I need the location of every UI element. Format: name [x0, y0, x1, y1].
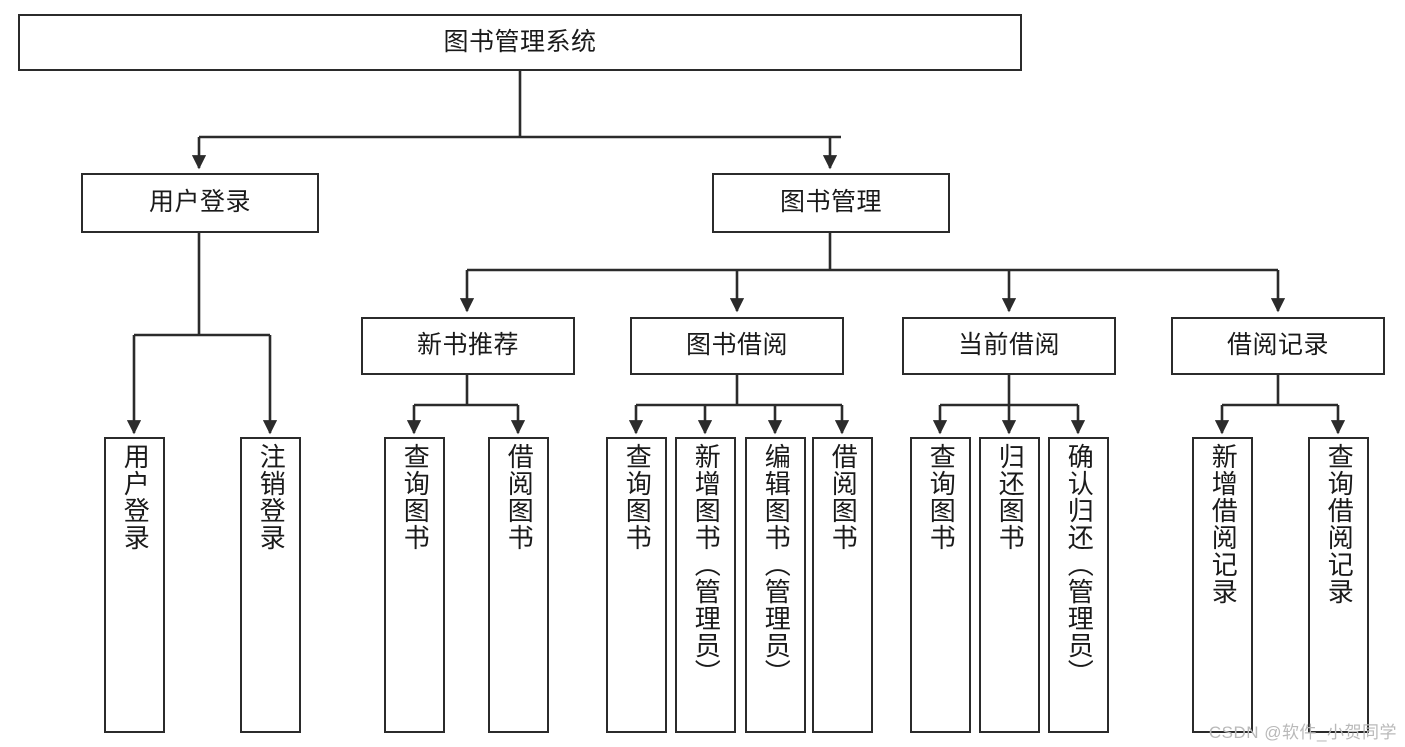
leaf-add-book-admin[interactable]: 新增图书（管理员） [675, 437, 736, 733]
leaf-query-borrow-record[interactable]: 查询借阅记录 [1308, 437, 1369, 733]
leaf-return-book[interactable]: 归还图书 [979, 437, 1040, 733]
leaf-label: 借阅图书 [504, 443, 535, 551]
leaf-edit-book-admin[interactable]: 编辑图书（管理员） [745, 437, 806, 733]
leaf-borrow-book-recommend[interactable]: 借阅图书 [488, 437, 549, 733]
leaf-label: 确认归还（管理员） [1064, 443, 1095, 686]
leaf-label: 编辑图书（管理员） [761, 443, 792, 686]
leaf-query-book-borrow[interactable]: 查询图书 [606, 437, 667, 733]
leaf-label: 借阅图书 [828, 443, 859, 551]
leaf-logout-login[interactable]: 注销登录 [240, 437, 301, 733]
leaf-label: 新增借阅记录 [1208, 443, 1239, 605]
node-borrow-record[interactable]: 借阅记录 [1171, 317, 1385, 375]
leaf-label: 查询图书 [400, 443, 431, 551]
node-label: 当前借阅 [957, 331, 1060, 360]
node-book-management[interactable]: 图书管理 [712, 173, 950, 233]
node-book-management-system[interactable]: 图书管理系统 [18, 14, 1022, 71]
leaf-label: 用户登录 [120, 443, 151, 551]
leaf-label: 查询图书 [926, 443, 957, 551]
leaf-confirm-return-admin[interactable]: 确认归还（管理员） [1048, 437, 1109, 733]
leaf-label: 查询借阅记录 [1324, 443, 1355, 605]
leaf-label: 新增图书（管理员） [691, 443, 722, 686]
leaf-query-book-recommend[interactable]: 查询图书 [384, 437, 445, 733]
leaf-add-borrow-record[interactable]: 新增借阅记录 [1192, 437, 1253, 733]
node-new-book-recommend[interactable]: 新书推荐 [361, 317, 575, 375]
leaf-label: 注销登录 [256, 443, 287, 551]
node-label: 借阅记录 [1226, 331, 1329, 360]
leaf-user-login[interactable]: 用户登录 [104, 437, 165, 733]
leaf-label: 查询图书 [622, 443, 653, 551]
node-label: 用户登录 [148, 188, 251, 217]
node-current-borrow[interactable]: 当前借阅 [902, 317, 1116, 375]
leaf-query-book-current[interactable]: 查询图书 [910, 437, 971, 733]
node-label: 图书管理系统 [443, 27, 597, 56]
node-label: 图书借阅 [685, 331, 788, 360]
node-label: 图书管理 [779, 188, 882, 217]
leaf-label: 归还图书 [995, 443, 1026, 551]
watermark: CSDN @软件_小贺同学 [1208, 723, 1397, 742]
node-user-login[interactable]: 用户登录 [81, 173, 319, 233]
node-book-borrow[interactable]: 图书借阅 [630, 317, 844, 375]
leaf-borrow-book[interactable]: 借阅图书 [812, 437, 873, 733]
node-label: 新书推荐 [416, 331, 519, 360]
